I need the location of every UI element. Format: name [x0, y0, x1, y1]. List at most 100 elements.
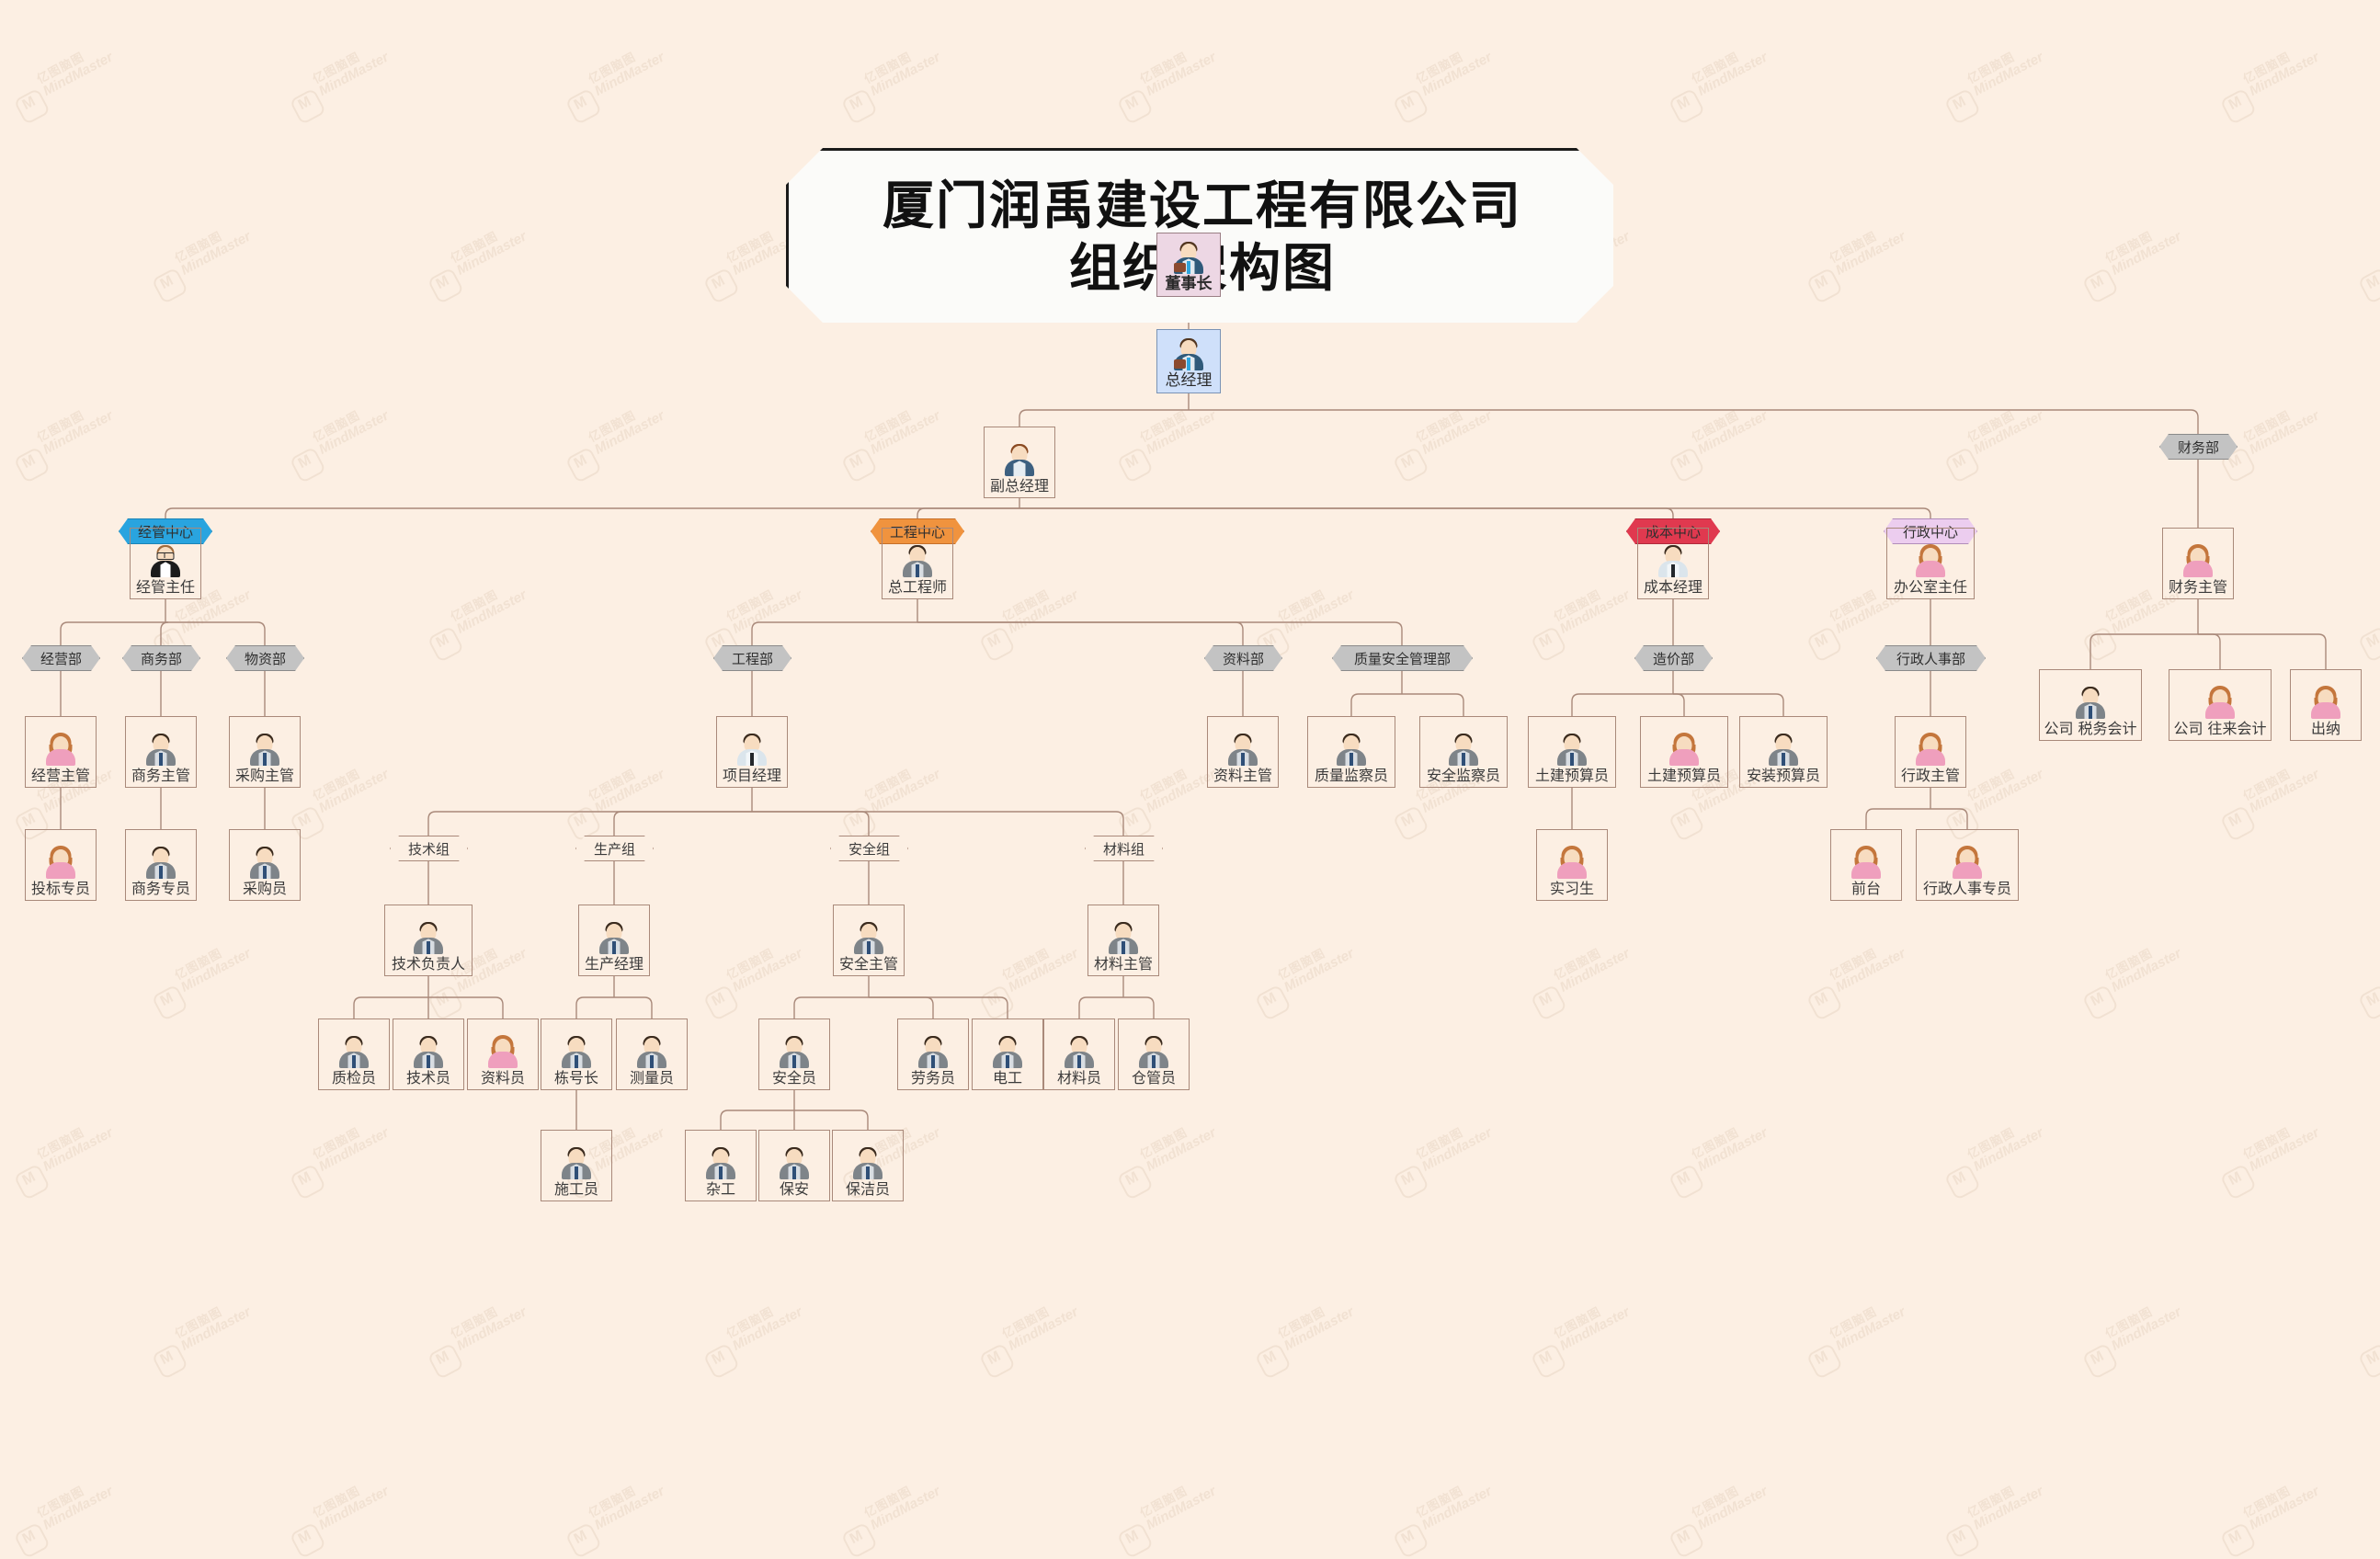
avatar-icon [1001, 440, 1038, 477]
org-node-person[interactable]: 安全员 [758, 1018, 830, 1090]
org-node-person[interactable]: 经管主任 [130, 528, 201, 599]
org-node-label: 商务主管 [131, 767, 190, 785]
org-node-label: 总工程师 [887, 578, 947, 597]
org-node-person[interactable]: 项目经理 [716, 716, 788, 788]
org-node-person[interactable]: 土建预算员 [1528, 716, 1616, 788]
org-node-person[interactable]: 施工员 [541, 1130, 612, 1201]
org-node-person[interactable]: 行政人事专员 [1916, 829, 2019, 901]
org-node-person[interactable]: 保洁员 [832, 1130, 904, 1201]
avatar-icon [1554, 843, 1590, 880]
org-node-person[interactable]: 杂工 [685, 1130, 757, 1201]
avatar-icon [776, 1144, 813, 1180]
org-node-person[interactable]: 安装预算员 [1739, 716, 1828, 788]
org-node-label: 资料主管 [1213, 767, 1272, 785]
org-node-person[interactable]: 采购主管 [229, 716, 301, 788]
org-node-person[interactable]: 保安 [758, 1130, 830, 1201]
org-dept-label[interactable]: 造价部 [1634, 645, 1713, 671]
org-node-person[interactable]: 资料主管 [1207, 716, 1279, 788]
avatar-icon [246, 730, 283, 767]
org-node-person[interactable]: 商务主管 [125, 716, 197, 788]
org-dept-label[interactable]: 经营部 [22, 645, 100, 671]
org-node-person[interactable]: 技术员 [393, 1018, 464, 1090]
org-node-label: 前台 [1850, 880, 1881, 898]
org-node-person[interactable]: 栋号长 [541, 1018, 612, 1090]
org-node-person[interactable]: 技术负责人 [384, 905, 473, 976]
org-group-label[interactable]: 安全组 [830, 836, 908, 861]
org-node-person[interactable]: 质量监察员 [1307, 716, 1395, 788]
org-node-person[interactable]: 副总经理 [984, 427, 1055, 498]
org-node-label: 栋号长 [553, 1069, 598, 1087]
org-dept-label[interactable]: 行政人事部 [1876, 645, 1986, 671]
avatar-icon [989, 1032, 1026, 1069]
avatar-icon [776, 1032, 813, 1069]
org-dept-label[interactable]: 工程部 [713, 645, 791, 671]
org-node-person[interactable]: 土建预算员 [1640, 716, 1728, 788]
org-node-person[interactable]: 仓管员 [1118, 1018, 1190, 1090]
org-node-label: 总经理 [1165, 371, 1213, 391]
org-node-person[interactable]: 资料员 [467, 1018, 539, 1090]
org-node-person[interactable]: 公司 往来会计 [2169, 669, 2272, 741]
org-node-person[interactable]: 总经理 [1156, 329, 1221, 393]
connector [427, 811, 752, 836]
org-node-person[interactable]: 采购员 [229, 829, 301, 901]
connector [613, 811, 752, 836]
org-node-label: 经管主任 [135, 578, 195, 597]
avatar-icon [2072, 683, 2109, 720]
connector [917, 507, 1019, 518]
org-node-person[interactable]: 电工 [972, 1018, 1043, 1090]
org-node-person[interactable]: 经营主管 [25, 716, 97, 788]
org-node-person[interactable]: 公司 税务会计 [2039, 669, 2142, 741]
org-node-person[interactable]: 行政主管 [1895, 716, 1966, 788]
org-node-person[interactable]: 董事长 [1156, 233, 1221, 297]
avatar-icon [849, 1144, 886, 1180]
org-node-person[interactable]: 材料主管 [1088, 905, 1159, 976]
org-node-person[interactable]: 质检员 [318, 1018, 390, 1090]
org-node-person[interactable]: 测量员 [616, 1018, 688, 1090]
org-group-label[interactable]: 材料组 [1085, 836, 1163, 861]
avatar-icon [734, 730, 770, 767]
org-dept-label[interactable]: 商务部 [122, 645, 200, 671]
org-dept-label[interactable]: 质量安全管理部 [1332, 645, 1473, 671]
org-group-label[interactable]: 生产组 [575, 836, 654, 861]
avatar-icon [246, 843, 283, 880]
avatar-icon [1135, 1032, 1172, 1069]
avatar-icon [1655, 541, 1691, 578]
connector [1078, 996, 1123, 1018]
org-node-label: 成本经理 [1643, 578, 1702, 597]
org-dept-label[interactable]: 物资部 [226, 645, 304, 671]
avatar-icon [558, 1032, 595, 1069]
connector [917, 621, 1403, 645]
connector [2198, 633, 2327, 669]
org-node-person[interactable]: 安全监察员 [1419, 716, 1508, 788]
org-node-person[interactable]: 总工程师 [882, 528, 953, 599]
org-node-person[interactable]: 生产经理 [578, 905, 650, 976]
avatar-icon [484, 1032, 521, 1069]
org-node-person[interactable]: 实习生 [1536, 829, 1608, 901]
org-node-person[interactable]: 前台 [1830, 829, 1902, 901]
org-node-person[interactable]: 财务主管 [2162, 528, 2234, 599]
connector [752, 811, 870, 836]
org-node-person[interactable]: 商务专员 [125, 829, 197, 901]
org-node-person[interactable]: 办公室主任 [1886, 528, 1975, 599]
org-dept-label[interactable]: 财务部 [2159, 434, 2238, 460]
connector [751, 621, 917, 645]
avatar-icon [702, 1144, 739, 1180]
org-node-label: 技术员 [405, 1069, 450, 1087]
org-node-label: 采购员 [242, 880, 287, 898]
org-node-label: 安全主管 [838, 955, 898, 973]
connector [1019, 507, 1674, 518]
org-node-label: 电工 [992, 1069, 1022, 1087]
org-node-person[interactable]: 材料员 [1043, 1018, 1115, 1090]
org-node-label: 保洁员 [845, 1180, 890, 1199]
org-group-label[interactable]: 技术组 [390, 836, 468, 861]
org-dept-label[interactable]: 资料部 [1204, 645, 1282, 671]
avatar-icon [42, 843, 79, 880]
org-node-person[interactable]: 出纳 [2290, 669, 2362, 741]
connector [869, 996, 934, 1018]
connector [575, 996, 614, 1018]
org-node-person[interactable]: 安全主管 [833, 905, 905, 976]
org-node-person[interactable]: 投标专员 [25, 829, 97, 901]
org-node-person[interactable]: 劳务员 [897, 1018, 969, 1090]
org-node-person[interactable]: 成本经理 [1637, 528, 1709, 599]
